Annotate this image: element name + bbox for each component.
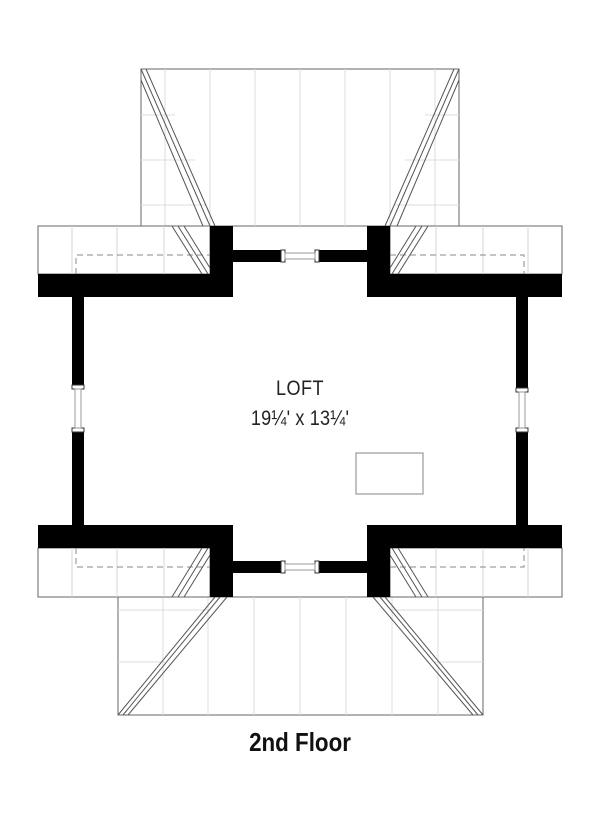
skylight-outline — [355, 452, 424, 495]
left-window — [71, 384, 85, 433]
right-window — [515, 387, 529, 433]
room-dimensions-loft: 19¼' x 13¼' — [250, 407, 350, 430]
bottom-window — [280, 560, 320, 574]
bottom-dormer-roof — [117, 596, 484, 716]
upper-left-bay — [37, 225, 211, 275]
top-window — [280, 249, 320, 263]
floor-title: 2nd Floor — [249, 727, 351, 757]
upper-right-bay — [389, 225, 563, 275]
lower-left-bay — [37, 547, 211, 598]
lower-right-bay — [389, 547, 563, 598]
exterior-walls — [38, 226, 562, 597]
top-dormer-roof — [140, 68, 460, 227]
room-name-loft: LOFT — [276, 377, 324, 400]
